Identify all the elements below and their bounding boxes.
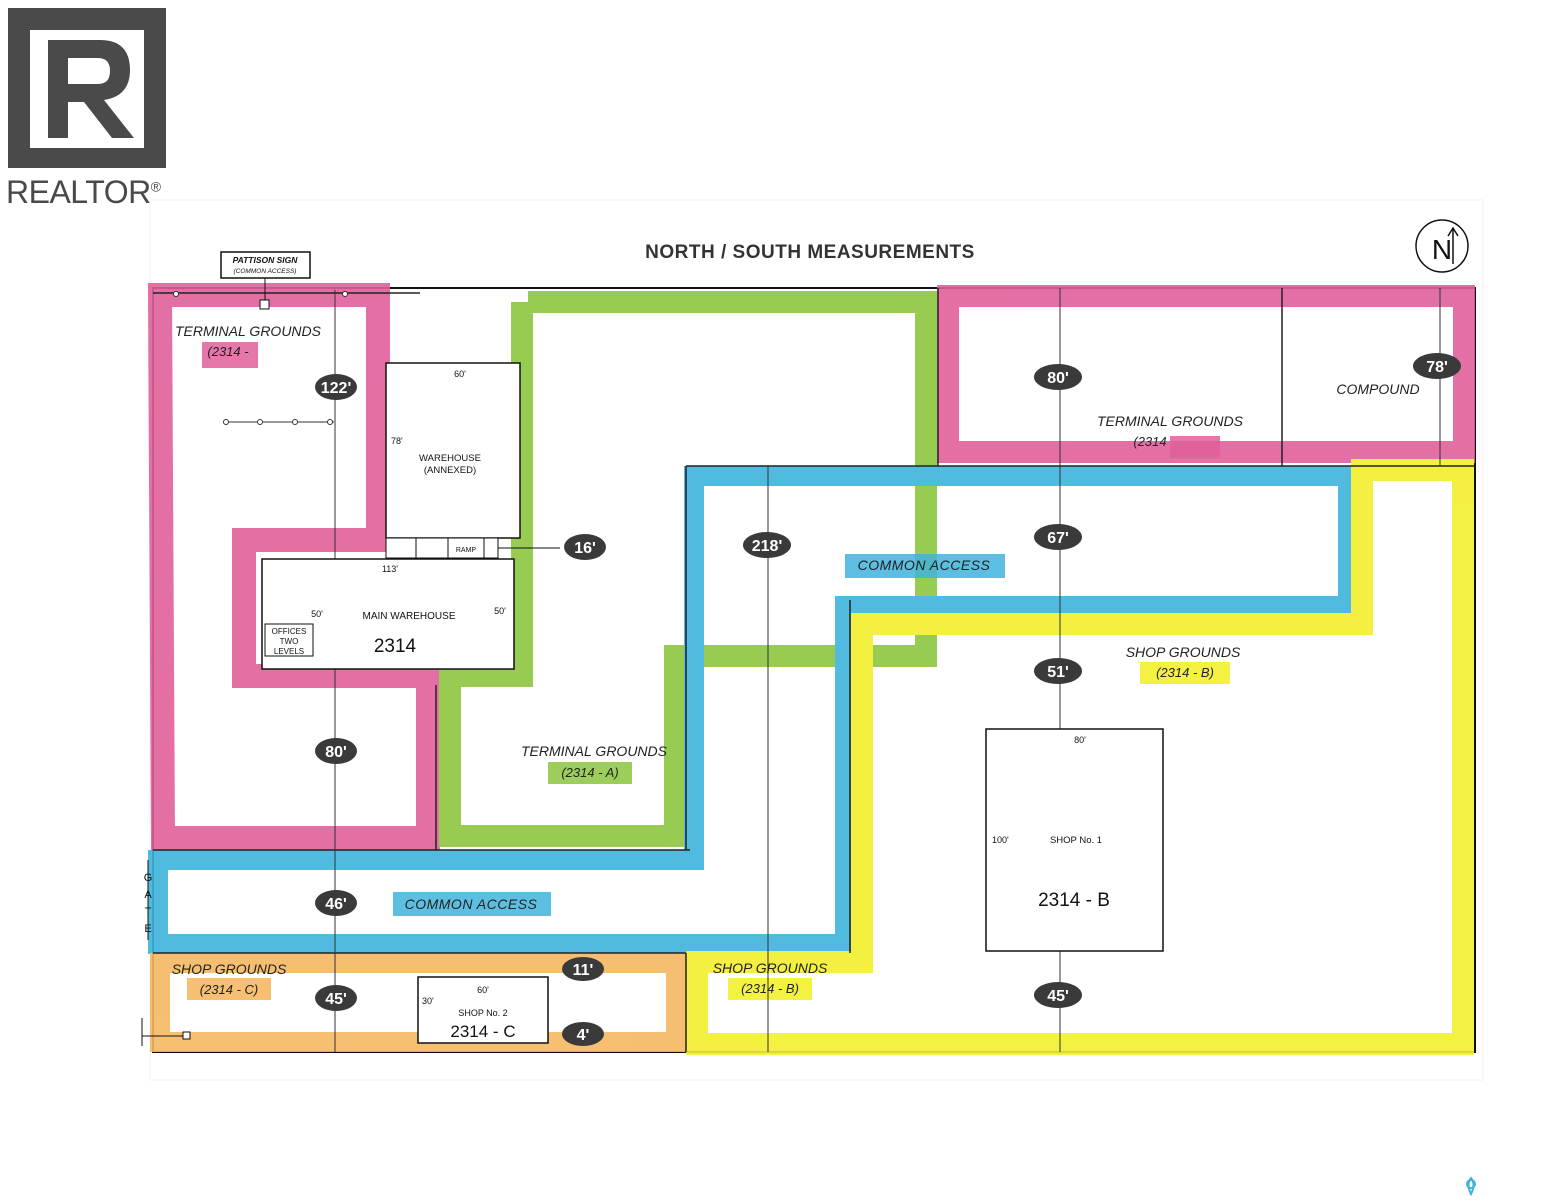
registered-mark: ® (150, 178, 161, 195)
label-highlight (187, 978, 271, 1000)
badge (562, 1022, 604, 1046)
label-highlight (1140, 662, 1230, 684)
badge (315, 738, 357, 764)
annex-dim-side: 78' (391, 436, 403, 446)
offices-label-3: LEVELS (274, 647, 304, 656)
badge (1034, 982, 1082, 1008)
shop2-label: SHOP No. 2 (458, 1008, 507, 1018)
main-dim-top: 113' (382, 564, 398, 574)
offices-box (264, 623, 314, 657)
zone-code-terminal-nw: (2314 - (207, 344, 249, 359)
measure-80-right: 80' (1047, 370, 1069, 387)
green-zone-terminal-a (439, 291, 937, 847)
zone-label-common-upper: COMMON ACCESS (858, 557, 991, 573)
gate-letter: G (144, 872, 153, 884)
badge (1413, 353, 1461, 379)
badge (315, 985, 357, 1011)
gate-post-icon (182, 1031, 191, 1040)
badge (1034, 364, 1082, 390)
measurement-badges: 122' 80' 46' 45' 16' 218' 80' 78' 67' 51… (315, 353, 1461, 1046)
badge (315, 890, 357, 916)
shop1-number: 2314 - B (1038, 890, 1110, 911)
zone-label-terminal-a: TERMINAL GROUNDS (521, 743, 668, 759)
label-highlight (393, 892, 551, 916)
zone-label-terminal-nw: TERMINAL GROUNDS (175, 323, 322, 339)
zone-label-shop-c: SHOP GROUNDS (172, 961, 287, 977)
ramp-label: RAMP (456, 547, 477, 554)
badge (562, 957, 604, 981)
orange-zone-shop-c (150, 953, 686, 1052)
label-highlight (845, 554, 1005, 578)
offices-label-2: TWO (280, 637, 299, 646)
measure-4: 4' (577, 1027, 590, 1044)
shop-2 (417, 976, 549, 1044)
main-dim-right: 50' (494, 606, 506, 616)
zone-label-compound: COMPOUND (1336, 381, 1419, 397)
shop1-dim-side: 100' (992, 835, 1009, 845)
sign-post-icon (259, 299, 270, 310)
sign-label: PATTISON SIGN (233, 255, 299, 265)
zone-code-shop-b-upper: (2314 - B) (1156, 665, 1214, 680)
main-warehouse-number: 2314 (374, 636, 417, 657)
main-warehouse-label: MAIN WAREHOUSE (363, 611, 456, 622)
gate-letter: E (144, 923, 151, 935)
label-highlight (548, 762, 632, 784)
zone-code-shop-b-lower: (2314 - B) (741, 981, 799, 996)
gate-letter: A (144, 889, 152, 901)
measure-51: 51' (1047, 664, 1069, 681)
north-arrow-icon (1415, 219, 1469, 273)
badge (564, 534, 606, 560)
measure-80-left: 80' (325, 744, 347, 761)
zone-label-shop-b-lower: SHOP GROUNDS (713, 960, 828, 976)
measure-67: 67' (1047, 530, 1069, 547)
map-pin-icon (1466, 1176, 1476, 1197)
gate-letter: T (145, 906, 152, 918)
main-dim-left: 50' (311, 609, 323, 619)
shop2-dim-side: 30' (422, 996, 434, 1006)
measure-78: 78' (1426, 359, 1448, 376)
zone-label-shop-b-upper: SHOP GROUNDS (1126, 644, 1241, 660)
zone-label-terminal-ne: TERMINAL GROUNDS (1097, 413, 1244, 429)
north-label: N (1432, 234, 1452, 265)
measure-46: 46' (325, 896, 347, 913)
blue-zone-common-access (148, 466, 1358, 954)
diagram-title: NORTH / SOUTH MEASUREMENTS (645, 242, 975, 263)
shop1-dim-top: 80' (1074, 735, 1086, 745)
pink-zone-northwest (147, 283, 440, 850)
measure-16: 16' (574, 540, 596, 557)
zone-code-terminal-ne: (2314 (1133, 434, 1166, 449)
zone-code-shop-c: (2314 - C) (200, 982, 259, 997)
measure-122: 122' (321, 380, 352, 397)
badge (743, 532, 791, 558)
yellow-zone-shop-b (686, 459, 1474, 1055)
measure-45-left: 45' (325, 991, 347, 1008)
zone-label-common-lower: COMMON ACCESS (405, 896, 538, 912)
badge (1034, 658, 1082, 684)
annex-dim-top: 60' (454, 369, 466, 379)
badge (1034, 524, 1082, 550)
realtor-r-icon (8, 8, 166, 168)
shop2-number: 2314 - C (450, 1022, 515, 1041)
shop1-label: SHOP No. 1 (1050, 835, 1102, 846)
measure-11: 11' (573, 962, 594, 979)
label-highlight (728, 978, 812, 1000)
shop2-dim-top: 60' (477, 985, 489, 995)
code-highlight (1170, 436, 1220, 458)
annex-label: WAREHOUSE (419, 453, 481, 464)
realtor-logo: REALTOR® (6, 8, 182, 210)
zone-code-terminal-a: (2314 - A) (561, 765, 618, 780)
brand-name: REALTOR (6, 174, 151, 210)
shop-1 (985, 728, 1164, 952)
code-highlight (202, 342, 258, 368)
badge (315, 374, 357, 400)
annex-sublabel: (ANNEXED) (424, 465, 476, 476)
measure-218: 218' (752, 538, 783, 555)
sign-sublabel: (COMMON ACCESS) (234, 268, 297, 275)
measure-45-right: 45' (1047, 988, 1069, 1005)
warehouse-annexed (385, 362, 521, 539)
offices-label: OFFICES (272, 627, 307, 636)
pink-zone-northeast (937, 285, 1475, 463)
